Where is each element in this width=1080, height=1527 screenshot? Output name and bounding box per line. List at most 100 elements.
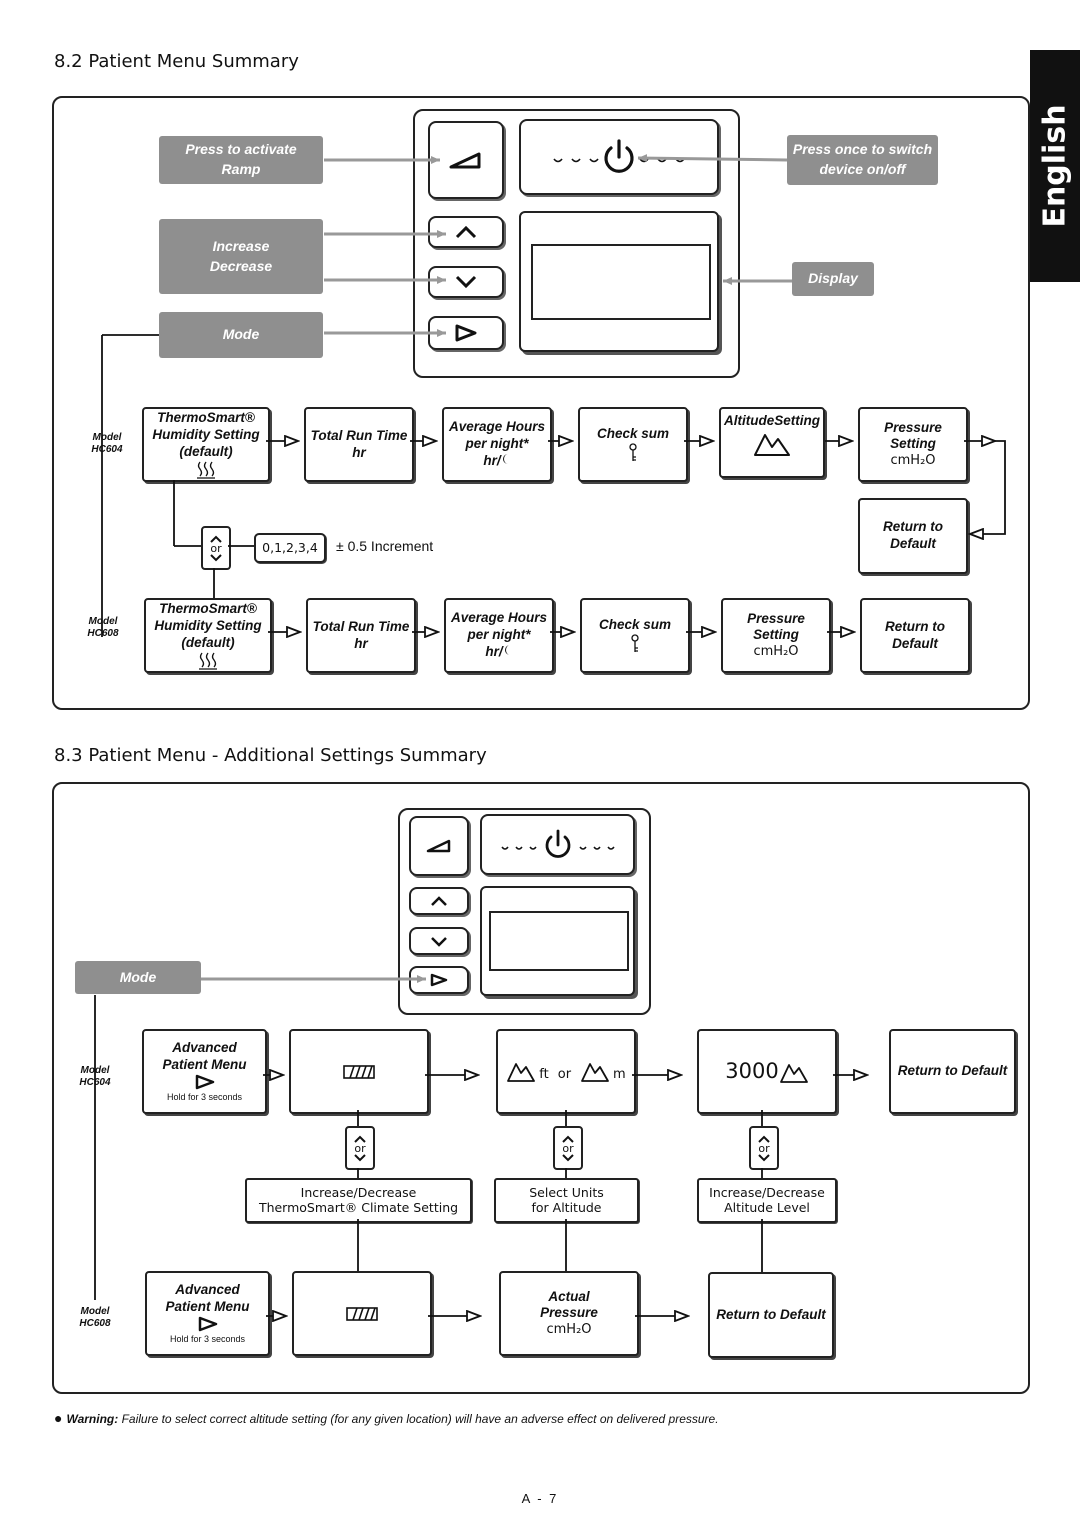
chevron-down-icon bbox=[455, 275, 477, 289]
return-default-box-hc608: Return to Default bbox=[860, 598, 970, 673]
actual-pressure-unit: cmH₂O bbox=[546, 1322, 592, 1338]
chevron-up-icon bbox=[758, 1135, 770, 1143]
mountain-icon bbox=[581, 1062, 609, 1082]
avg-hours-line1: Average Hours bbox=[448, 419, 546, 435]
actual-pressure-box: Actual Pressure cmH₂O bbox=[499, 1271, 639, 1356]
total-run-time-box-hc608: Total Run Time hr bbox=[306, 598, 416, 673]
return-line2: Default bbox=[890, 536, 936, 551]
humidity-default: (default) bbox=[181, 634, 235, 650]
humidity-options: 0,1,2,3,4 bbox=[262, 539, 318, 555]
run-time-title: Total Run Time bbox=[310, 427, 408, 443]
power-button-small[interactable] bbox=[480, 814, 635, 875]
return-default-box-2-hc608: Return to Default bbox=[708, 1272, 834, 1358]
key-icon bbox=[629, 443, 637, 461]
return-default-box-2-hc604: Return to Default bbox=[889, 1029, 1016, 1114]
pressure-line1: Pressure bbox=[747, 610, 805, 626]
actual-line2: Pressure bbox=[540, 1305, 598, 1321]
units-row: ft or m bbox=[506, 1060, 626, 1084]
pressure-unit: cmH₂O bbox=[890, 453, 936, 469]
moon-icon bbox=[504, 644, 510, 655]
average-hours-box-hc608: Average Hours per night* hr/ bbox=[444, 598, 554, 673]
display-callout: Display bbox=[792, 262, 874, 296]
chevron-up-icon bbox=[210, 535, 222, 543]
pressure-line2: Setting bbox=[890, 436, 936, 452]
incdec-callout-line1: Increase bbox=[212, 237, 270, 254]
increment-note: ± 0.5 Increment bbox=[336, 538, 434, 554]
power-button[interactable] bbox=[519, 119, 719, 195]
mountain-icon bbox=[779, 1063, 808, 1083]
unit-feet: ft bbox=[539, 1067, 549, 1083]
warning-text: Failure to select correct altitude setti… bbox=[118, 1412, 719, 1426]
humidity-default: (default) bbox=[179, 443, 233, 459]
incdec-altitude-line1: Increase/Decrease bbox=[709, 1185, 825, 1201]
return-default-label: Return to Default bbox=[897, 1063, 1008, 1079]
model-label-code: HC608 bbox=[87, 628, 119, 639]
ramp-icon bbox=[426, 839, 451, 853]
altitude-readout: 3000 bbox=[725, 1058, 808, 1084]
hold-instruction: Hold for 3 seconds bbox=[169, 1333, 246, 1344]
incdec-altitude-line2: Altitude Level bbox=[724, 1199, 810, 1215]
section-title-8-2: 8.2 Patient Menu Summary bbox=[54, 51, 299, 72]
advanced-menu-box-hc604: Advanced Patient Menu Hold for 3 seconds bbox=[142, 1029, 267, 1114]
mountain-icon bbox=[754, 433, 790, 456]
model-hc608-label-2: Model HC608 bbox=[70, 1306, 120, 1330]
avg-hours-unit: hr/ bbox=[483, 452, 501, 468]
up-or-down-selector-altitude[interactable]: or bbox=[749, 1126, 779, 1170]
avg-hours-line2: per night* bbox=[467, 627, 531, 643]
ramp-button-small[interactable] bbox=[409, 816, 469, 876]
lcd-panel-small bbox=[489, 911, 629, 971]
warning-label: Warning: bbox=[66, 1412, 119, 1426]
language-tab: English bbox=[1030, 50, 1080, 282]
humidity-brand: ThermoSmart® bbox=[157, 410, 255, 426]
climate-bars-icon bbox=[346, 1306, 378, 1321]
return-line1: Return to bbox=[883, 519, 943, 535]
power-callout-line1: Press once to switch bbox=[792, 141, 933, 158]
pressure-setting-box-hc604: Pressure Setting cmH₂O bbox=[858, 407, 968, 482]
incdec-altitude-box: Increase/Decrease Altitude Level bbox=[697, 1178, 837, 1223]
lcd-panel bbox=[531, 244, 711, 320]
or-label: or bbox=[557, 1067, 572, 1083]
advanced-line2: Patient Menu bbox=[165, 1298, 250, 1314]
return-default-label: Return to Default bbox=[716, 1306, 826, 1322]
mode-callout-2: Mode bbox=[75, 961, 201, 994]
chevron-down-icon bbox=[354, 1153, 366, 1161]
check-sum-box-hc604: Check sum bbox=[578, 407, 688, 482]
display-callout-label: Display bbox=[808, 270, 858, 287]
chevron-up-icon bbox=[354, 1135, 366, 1143]
warning-note: ●Warning: Failure to select correct alti… bbox=[54, 1410, 719, 1426]
decrease-button-small[interactable] bbox=[409, 927, 469, 955]
increase-button-small[interactable] bbox=[409, 887, 469, 915]
up-or-down-selector-1[interactable]: or bbox=[201, 526, 231, 570]
humidity-setting-box-hc604: ThermoSmart® Humidity Setting (default) bbox=[142, 407, 270, 482]
advanced-line1: Advanced bbox=[175, 1282, 240, 1297]
mode-callout-label: Mode bbox=[222, 326, 260, 343]
humidity-brand: ThermoSmart® bbox=[159, 601, 257, 617]
page-number: A - 7 bbox=[521, 1491, 559, 1506]
mountain-icon bbox=[507, 1062, 536, 1082]
pressure-line1: Pressure bbox=[884, 419, 942, 435]
advanced-line2: Patient Menu bbox=[162, 1056, 247, 1072]
heat-waves-icon bbox=[197, 461, 215, 479]
humidity-options-box: 0,1,2,3,4 bbox=[254, 533, 326, 563]
advanced-line1: Advanced bbox=[172, 1040, 237, 1055]
model-hc604-label-1: Model HC604 bbox=[82, 432, 132, 456]
incdec-climate-line1: Increase/Decrease bbox=[300, 1185, 417, 1201]
return-line1: Return to bbox=[885, 618, 945, 634]
chevron-down-icon bbox=[431, 936, 447, 947]
model-label-word: Model bbox=[88, 616, 118, 627]
run-time-unit: hr bbox=[352, 444, 366, 460]
model-label-code: HC604 bbox=[91, 444, 123, 455]
model-label-word: Model bbox=[80, 1306, 110, 1317]
pressure-unit: cmH₂O bbox=[753, 644, 799, 660]
check-sum-label: Check sum bbox=[596, 426, 670, 442]
up-or-down-selector-units[interactable]: or bbox=[553, 1126, 583, 1170]
run-time-title: Total Run Time bbox=[312, 618, 410, 634]
section-title-8-3: 8.3 Patient Menu - Additional Settings S… bbox=[54, 745, 487, 766]
advanced-menu-box-hc608: Advanced Patient Menu Hold for 3 seconds bbox=[145, 1271, 270, 1356]
altitude-units-box: ft or m bbox=[496, 1029, 636, 1114]
run-time-unit: hr bbox=[354, 635, 368, 651]
heat-waves-icon bbox=[199, 652, 217, 670]
chevron-down-icon bbox=[758, 1153, 770, 1161]
play-triangle-icon bbox=[430, 973, 448, 987]
up-or-down-selector-climate[interactable]: or bbox=[345, 1126, 375, 1170]
